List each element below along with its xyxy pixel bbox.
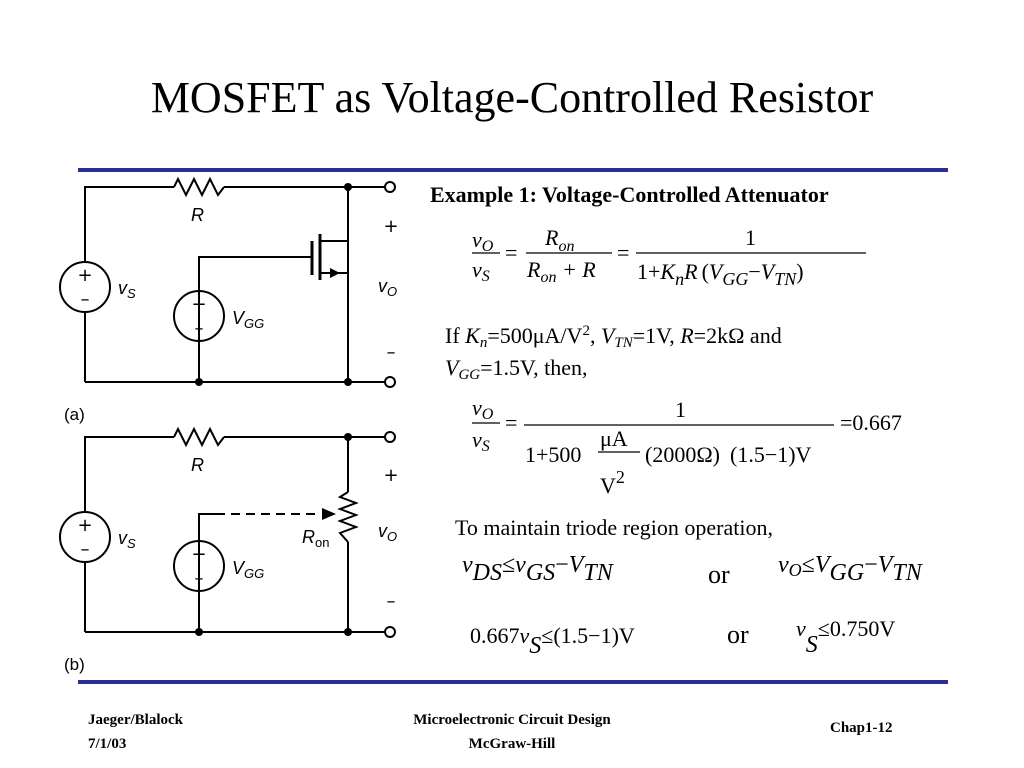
inequality-2-left: 0.667vS≤(1.5−1)V <box>470 623 635 659</box>
vgg-minus-b: – <box>195 568 204 589</box>
footer-publisher: McGraw-Hill <box>468 736 556 752</box>
vo-minus-a: – <box>387 342 396 363</box>
equation-1: vO vS = Ron Ron + R = 1 1+KnR(VGG−VTN) <box>472 225 866 289</box>
mosfet-arrow-icon <box>330 268 340 278</box>
vs-plus-b: + <box>77 515 92 536</box>
svg-text:1+500: 1+500 <box>525 442 581 467</box>
svg-text:1: 1 <box>675 397 686 422</box>
inequality-1-left: vDS≤vGS−VTN <box>462 552 615 586</box>
given-values-line-1: If Kn=500μA/V2, VTN=1V, R=2kΩ and <box>445 323 782 351</box>
inequality-1-right: vO≤VGG−VTN <box>778 552 924 586</box>
or-label-2: or <box>727 620 749 649</box>
footer-chapter: Chap1-12 <box>830 720 893 736</box>
svg-text:Ron + R: Ron + R <box>526 257 596 286</box>
circuit-b-wires <box>84 436 390 633</box>
or-label-1: or <box>708 560 730 589</box>
circuit-b-resistor <box>173 426 225 448</box>
svg-text:vS: vS <box>472 257 490 285</box>
equation-2: vO vS = 1 1+500 μA V2 (2000Ω) (1.5−1)V =… <box>472 395 902 498</box>
vs-minus: – <box>81 289 90 310</box>
vgg-minus: – <box>195 318 204 339</box>
svg-text:0.667vS≤(1.5−1)V: 0.667vS≤(1.5−1)V <box>470 623 635 659</box>
circuit-b-vgg-source <box>173 540 225 592</box>
footer-date: 7/1/03 <box>88 736 127 752</box>
circuit-a-vgg-source <box>173 290 225 342</box>
circuit-b-vs-source <box>59 511 111 563</box>
vo-plus-a: + <box>383 216 398 237</box>
ron-label: Ron <box>302 527 329 550</box>
svg-text:μA: μA <box>600 426 628 451</box>
svg-text:vO: vO <box>472 227 494 255</box>
svg-text:Ron: Ron <box>544 225 574 255</box>
resistor-label-b: R <box>191 455 204 475</box>
vo-label-a: vO <box>378 276 397 299</box>
mosfet-symbol <box>300 187 349 382</box>
vs-label-b: vS <box>118 528 136 551</box>
top-divider <box>78 168 948 172</box>
circuit-b-label: (b) <box>64 655 85 674</box>
svg-text:1+KnR(VGG−VTN): 1+KnR(VGG−VTN) <box>637 259 804 289</box>
example-heading: Example 1: Voltage-Controlled Attenuator <box>430 182 829 207</box>
svg-text:vDS≤vGS−VTN: vDS≤vGS−VTN <box>462 552 615 586</box>
inequality-2-right: vS≤0.750V <box>796 616 895 658</box>
vs-label-a: vS <box>118 278 136 301</box>
footer-book-title: Microelectronic Circuit Design <box>413 712 611 728</box>
vgg-plus-b: + <box>191 544 206 565</box>
svg-text:vO: vO <box>472 395 494 423</box>
given-values-line-2: VGG=1.5V, then, <box>445 355 588 383</box>
svg-text:vS: vS <box>472 427 490 455</box>
vo-minus-b: – <box>387 591 396 612</box>
control-arrow-icon <box>322 508 336 520</box>
vgg-plus: + <box>191 294 206 315</box>
svg-text:vS≤0.750V: vS≤0.750V <box>796 616 895 658</box>
vgg-label-b: VGG <box>232 558 264 581</box>
svg-text:(2000Ω): (2000Ω) <box>645 442 720 467</box>
footer-authors: Jaeger/Blalock <box>88 712 183 728</box>
vgg-label-a: VGG <box>232 308 264 331</box>
svg-text:=: = <box>617 240 629 265</box>
triode-condition-text: To maintain triode region operation, <box>455 515 773 540</box>
svg-text:vO≤VGG−VTN: vO≤VGG−VTN <box>778 552 924 586</box>
resistor-label-a: R <box>191 205 204 225</box>
circuit-a-resistor <box>173 176 225 198</box>
vo-label-b: vO <box>378 521 397 544</box>
circuit-a-vs-source <box>59 261 111 313</box>
svg-text:=: = <box>505 410 517 435</box>
svg-text:=0.667: =0.667 <box>840 410 902 435</box>
svg-text:(1.5−1)V: (1.5−1)V <box>730 442 812 467</box>
svg-text:=: = <box>505 240 517 265</box>
bottom-divider <box>78 680 948 684</box>
svg-text:V2: V2 <box>600 467 625 498</box>
circuit-a-wires <box>84 186 390 383</box>
circuit-a-label: (a) <box>64 405 85 424</box>
slide-title: MOSFET as Voltage-Controlled Resistor <box>150 73 874 122</box>
svg-text:1: 1 <box>745 225 756 250</box>
vs-plus: + <box>77 265 92 286</box>
vs-minus-b: – <box>81 539 90 560</box>
ron-resistor <box>337 491 359 543</box>
vo-plus-b: + <box>383 465 398 486</box>
